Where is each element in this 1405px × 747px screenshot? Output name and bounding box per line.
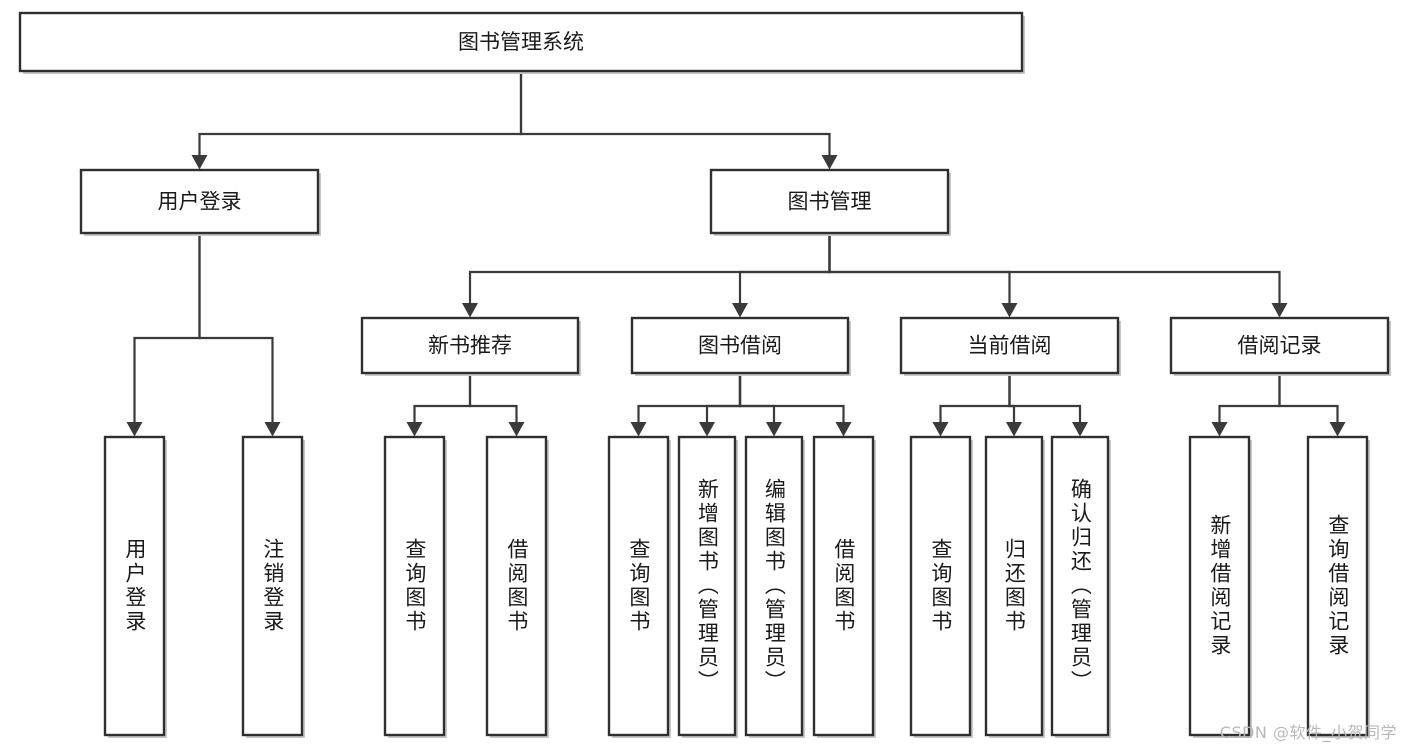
- arrow-head-icon: [508, 422, 525, 437]
- node-box: [79, 168, 320, 235]
- arrow-head-icon: [630, 422, 647, 437]
- node-label: 图书管理系统: [458, 30, 584, 54]
- edge-user_login-to-leaf_user_login: [126, 231, 201, 437]
- leaf-box: [103, 435, 166, 737]
- leaf-box: [744, 435, 804, 737]
- leaf-box: [1188, 435, 1251, 737]
- arrow-head-icon: [264, 422, 281, 437]
- node-user_login[interactable]: 用户登录: [79, 168, 321, 236]
- node-label: 图书借阅: [698, 334, 782, 358]
- leaf-box: [383, 435, 446, 737]
- node-box: [709, 168, 950, 235]
- leaf-box: [984, 435, 1044, 737]
- node-label: 新书推荐: [428, 334, 512, 358]
- arrow-head-icon: [835, 422, 852, 437]
- node-label: 图书管理: [788, 190, 872, 214]
- leaf-node-leaf_user_login[interactable]: [103, 435, 167, 738]
- node-label: 当前借阅: [968, 334, 1052, 358]
- edge-new_book_rec-to-leaf_nbr_query: [406, 371, 472, 437]
- node-box: [899, 316, 1120, 375]
- leaf-node-leaf_bb_add[interactable]: [677, 435, 738, 738]
- node-box: [18, 11, 1024, 73]
- leaf-node-leaf_cb_query[interactable]: [909, 435, 973, 738]
- arrow-head-icon: [406, 422, 423, 437]
- edge-book_manage-to-borrow_record: [828, 231, 1288, 318]
- arrow-head-icon: [699, 422, 715, 437]
- arrow-head-icon: [732, 303, 748, 318]
- arrow-head-icon: [1211, 422, 1228, 437]
- edge-user_login-to-leaf_logout: [198, 231, 281, 437]
- node-borrow_record[interactable]: 借阅记录: [1169, 316, 1391, 376]
- leaf-box: [241, 435, 304, 737]
- node-current_borrow[interactable]: 当前借阅: [899, 316, 1121, 376]
- leaf-box: [812, 435, 875, 737]
- leaf-node-leaf_bb_query[interactable]: [607, 435, 671, 738]
- leaf-box: [1306, 435, 1369, 737]
- arrow-head-icon: [1072, 422, 1088, 437]
- arrow-head-icon: [1329, 422, 1346, 437]
- leaf-node-leaf_cb_return[interactable]: [984, 435, 1045, 738]
- node-book_borrow[interactable]: 图书借阅: [630, 316, 851, 376]
- node-root[interactable]: 图书管理系统: [18, 11, 1025, 74]
- leaf-node-leaf_bb_borrow[interactable]: [812, 435, 876, 738]
- arrow-head-icon: [1006, 422, 1022, 437]
- leaf-node-leaf_nbr_query[interactable]: [383, 435, 447, 738]
- edges-layer: [126, 69, 1346, 437]
- edge-current_borrow-to-leaf_cb_query: [932, 371, 1011, 437]
- leaf-node-leaf_br_add[interactable]: [1188, 435, 1252, 738]
- leaf-node-leaf_cb_confirm[interactable]: [1050, 435, 1111, 738]
- edge-borrow_record-to-leaf_br_query: [1278, 371, 1346, 437]
- node-box: [630, 316, 850, 375]
- edge-new_book_rec-to-leaf_nbr_borrow: [468, 371, 525, 437]
- arrow-head-icon: [462, 303, 478, 318]
- arrow-head-icon: [1001, 303, 1018, 318]
- leaf-node-leaf_bb_edit[interactable]: [744, 435, 805, 738]
- edge-book_borrow-to-leaf_bb_borrow: [738, 371, 852, 437]
- edge-book_manage-to-current_borrow: [828, 231, 1018, 318]
- leaf-box: [607, 435, 670, 737]
- node-label: 借阅记录: [1238, 334, 1322, 358]
- edge-current_borrow-to-leaf_cb_confirm: [1008, 371, 1088, 437]
- edge-book_manage-to-new_book_rec: [462, 231, 831, 318]
- arrow-head-icon: [932, 422, 949, 437]
- leaf-node-leaf_nbr_borrow[interactable]: [485, 435, 549, 738]
- edge-book_borrow-to-leaf_bb_query: [630, 371, 742, 437]
- leaf-box: [1050, 435, 1110, 737]
- node-label: 用户登录: [158, 190, 242, 214]
- leaf-box: [677, 435, 737, 737]
- leaf-node-leaf_logout[interactable]: [241, 435, 305, 738]
- edge-borrow_record-to-leaf_br_add: [1211, 371, 1281, 437]
- arrow-head-icon: [766, 422, 782, 437]
- arrow-head-icon: [191, 155, 208, 170]
- edge-root-to-book_manage: [519, 69, 838, 170]
- arrow-head-icon: [1271, 303, 1288, 318]
- node-new_book_rec[interactable]: 新书推荐: [360, 316, 581, 376]
- node-box: [1169, 316, 1390, 375]
- watermark: CSDN @软件_小贺同学: [1219, 723, 1397, 742]
- arrow-head-icon: [126, 422, 143, 437]
- leaf-node-leaf_br_query[interactable]: [1306, 435, 1370, 738]
- edge-root-to-user_login: [191, 69, 523, 170]
- node-box: [360, 316, 580, 375]
- leaf-box: [909, 435, 972, 737]
- node-book_manage[interactable]: 图书管理: [709, 168, 951, 236]
- edge-book_manage-to-book_borrow: [732, 231, 831, 318]
- edge-book_borrow-to-leaf_bb_edit: [738, 371, 782, 437]
- leaf-box: [485, 435, 548, 737]
- arrow-head-icon: [821, 155, 838, 170]
- edge-book_borrow-to-leaf_bb_add: [699, 371, 742, 437]
